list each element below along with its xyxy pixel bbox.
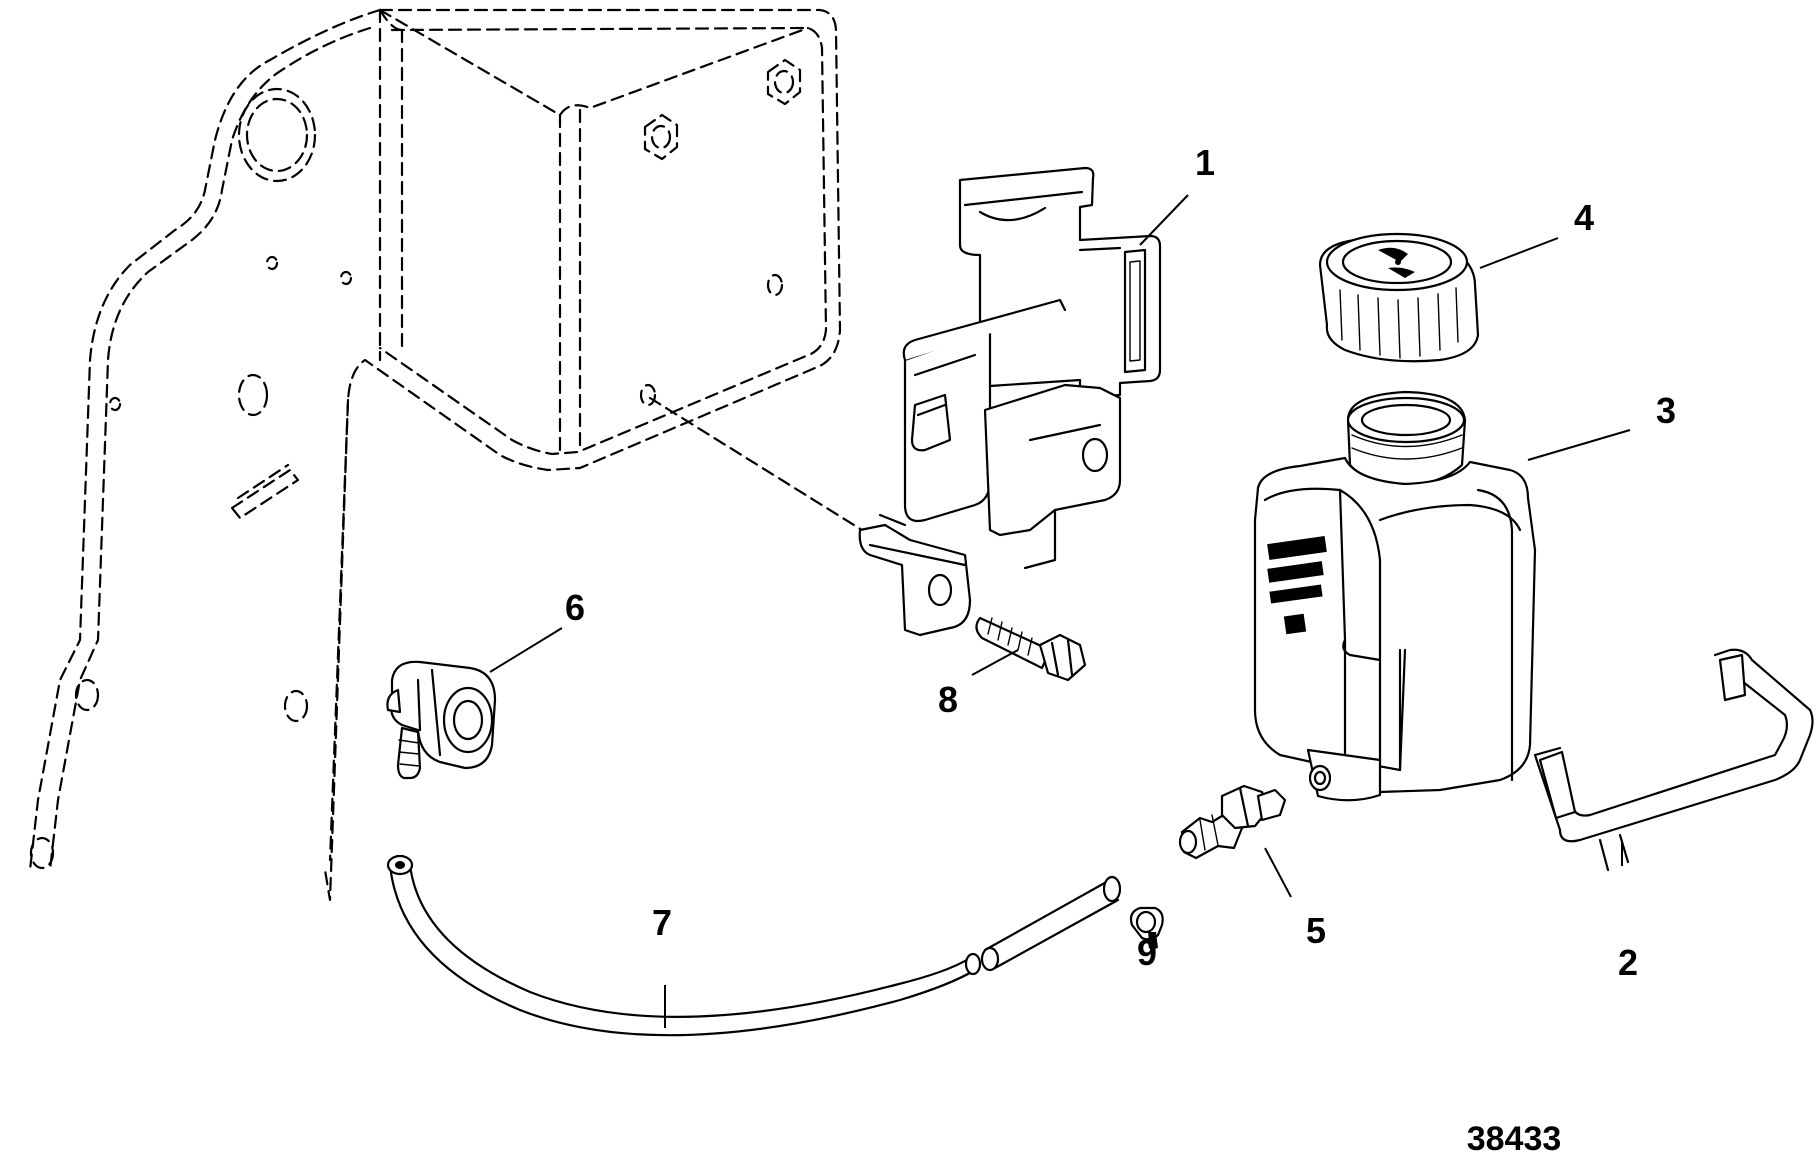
part-6-elbow-fitting [386, 660, 497, 780]
callout-6: 6 [565, 587, 585, 628]
callout-2: 2 [1618, 942, 1638, 983]
callout-8: 8 [938, 679, 958, 720]
part-2-strap [1533, 648, 1814, 872]
callout-4: 4 [1574, 197, 1594, 238]
callout-3: 3 [1656, 390, 1676, 431]
leader-8 [971, 649, 1019, 676]
callout-7: 7 [652, 902, 672, 943]
callout-5: 5 [1306, 910, 1326, 951]
leader-1 [1139, 194, 1189, 246]
leader-3 [1527, 429, 1631, 461]
leader-5 [1264, 847, 1292, 898]
figure-number: 38433 [1467, 1120, 1562, 1158]
stud-nut-upper-right [766, 58, 802, 106]
engine-mounting-plate-outline [28, 8, 842, 902]
stud-nut-middle [643, 113, 679, 161]
part-3-reservoir [1253, 390, 1537, 802]
leader-9 [1147, 937, 1151, 949]
part-1-bracket [858, 166, 1162, 637]
part-4-cap [1318, 232, 1480, 363]
leader-4 [1479, 237, 1559, 269]
part-5-fitting [1178, 784, 1287, 860]
callout-1: 1 [1195, 142, 1215, 183]
callout-9: 9 [1137, 932, 1157, 973]
part-7-hose [386, 854, 1122, 1037]
installation-line [648, 396, 872, 537]
part-8-bolt [975, 616, 1087, 682]
callout-labels: 1 2 3 4 5 6 7 8 9 [565, 142, 1676, 983]
leader-6 [489, 627, 563, 673]
leader-lines [489, 194, 1631, 1028]
